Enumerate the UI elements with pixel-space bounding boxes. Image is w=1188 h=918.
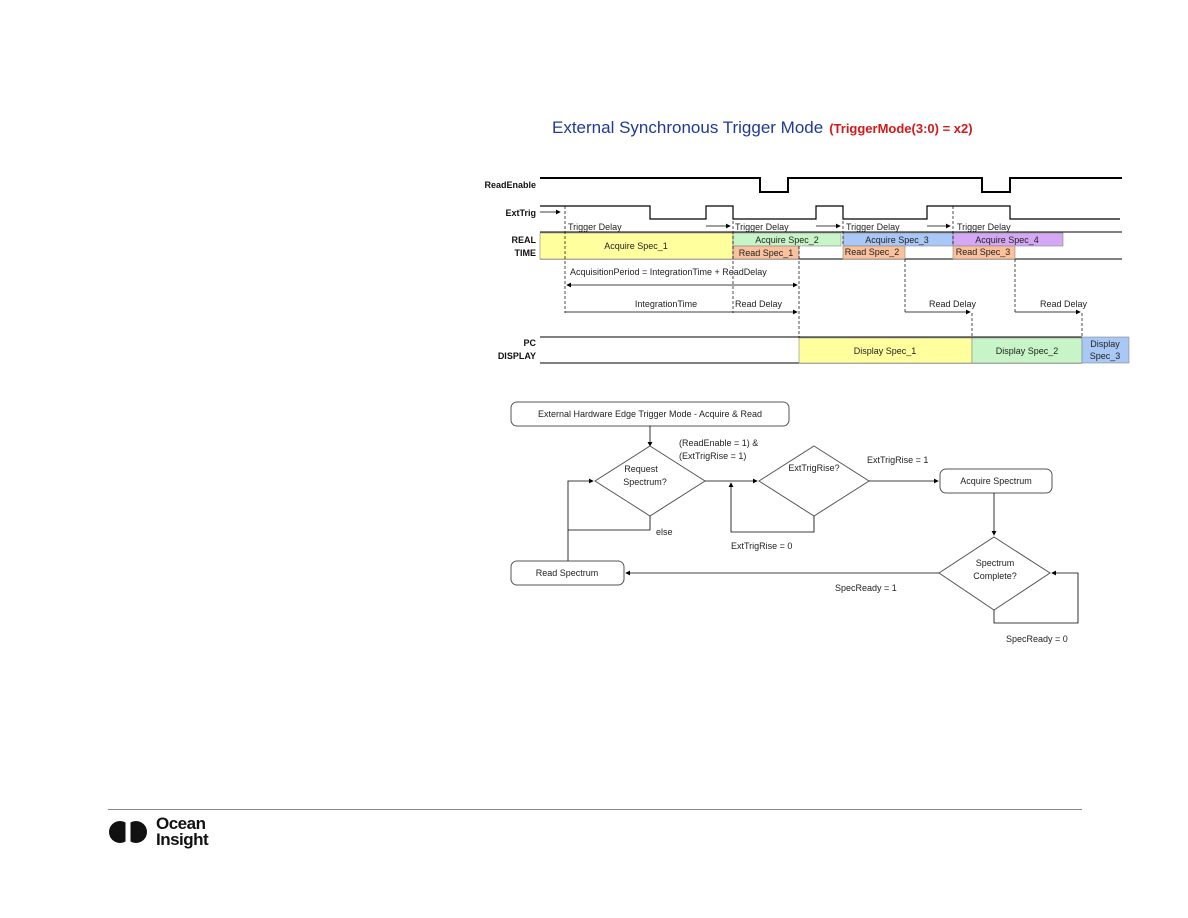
flow-else-label: else: [656, 527, 673, 537]
signal-pc: PC: [523, 338, 536, 348]
display-spec-1-label: Display Spec_1: [854, 346, 917, 356]
display-spec-2-label: Display Spec_2: [996, 346, 1059, 356]
flow-read-label: Read Spectrum: [536, 568, 599, 578]
read-spec-3-label: Read Spec_3: [956, 247, 1011, 257]
acquire-spec-3-label: Acquire Spec_3: [865, 235, 929, 245]
flow-specready-1-label: SpecReady = 1: [835, 583, 897, 593]
acquire-spec-1-label: Acquire Spec_1: [604, 241, 668, 251]
flowchart: External Hardware Edge Trigger Mode - Ac…: [510, 401, 1079, 644]
integration-time-label: IntegrationTime: [635, 299, 697, 309]
ocean-insight-logo: Ocean Insight: [108, 814, 209, 849]
flow-exttrig-1-label: ExtTrigRise = 1: [867, 455, 928, 465]
flow-request-label-2: Spectrum?: [623, 477, 667, 487]
signal-time: TIME: [515, 248, 537, 258]
acquire-spec-4-label: Acquire Spec_4: [975, 235, 1039, 245]
flow-cond-label-1: (ReadEnable = 1) &: [679, 438, 758, 448]
flow-specready-0-label: SpecReady = 0: [1006, 634, 1068, 644]
trigger-delay-1: Trigger Delay: [568, 222, 622, 232]
signal-real: REAL: [512, 235, 537, 245]
flow-start-label: External Hardware Edge Trigger Mode - Ac…: [538, 409, 762, 419]
acquire-spec-1-bar: [539, 232, 734, 260]
logo-text-ocean: Ocean: [156, 814, 206, 833]
signal-ext-trig: ExtTrig: [505, 208, 536, 218]
flow-acquire-box: [939, 468, 1053, 494]
read-delay-3: Read Delay: [1040, 299, 1088, 309]
read-spec-3-bar: [952, 245, 1016, 260]
ocean-insight-logo-icon: [109, 819, 147, 845]
read-delay-2: Read Delay: [929, 299, 977, 309]
flow-request-label-1: Request: [624, 464, 658, 474]
read-delay-1: Read Delay: [735, 299, 783, 309]
flow-acquire-label: Acquire Spectrum: [960, 476, 1032, 486]
flow-complete-label-2: Complete?: [973, 571, 1017, 581]
trigger-delay-markers: [540, 209, 951, 229]
display-spec-3-label-b: Spec_3: [1090, 351, 1121, 361]
display-spec-1-bar: [798, 337, 973, 364]
trigger-delay-3: Trigger Delay: [846, 222, 900, 232]
flow-complete-label-1: Spectrum: [976, 558, 1015, 568]
ext-trig-waveform: [540, 205, 1120, 220]
acquire-spec-2-label: Acquire Spec_2: [755, 235, 819, 245]
diagram-title: External Synchronous Trigger Mode (Trigge…: [552, 118, 973, 138]
footer-divider: [108, 809, 1082, 810]
read-spec-1-label: Read Spec_1: [739, 248, 794, 258]
title-trigger-mode: (TriggerMode(3:0) = x2): [829, 121, 973, 136]
signal-display: DISPLAY: [498, 351, 536, 361]
trigger-delay-2: Trigger Delay: [735, 222, 789, 232]
title-main: External Synchronous Trigger Mode: [552, 118, 824, 137]
read-spec-2-bar: [842, 245, 906, 260]
display-spec-3-label-a: Display: [1090, 339, 1120, 349]
display-spec-3-bar: [1081, 336, 1130, 364]
flow-exttrig-0-label: ExtTrigRise = 0: [731, 541, 792, 551]
flow-cond-label-2: (ExtTrigRise = 1): [679, 451, 746, 461]
read-enable-waveform: [540, 177, 1122, 193]
acquisition-period-label: AcquisitionPeriod = IntegrationTime + Re…: [570, 267, 767, 277]
trigger-delay-4: Trigger Delay: [957, 222, 1011, 232]
logo-text-insight: Insight: [156, 830, 209, 849]
flow-exttrig-diamond: [758, 445, 870, 517]
flow-exttrig-label: ExtTrigRise?: [788, 463, 839, 473]
signal-read-enable: ReadEnable: [484, 180, 536, 190]
flow-read-box: [510, 560, 625, 586]
timing-guides: [564, 206, 1083, 338]
read-spec-2-label: Read Spec_2: [845, 247, 900, 257]
display-spec-2-bar: [971, 337, 1083, 364]
